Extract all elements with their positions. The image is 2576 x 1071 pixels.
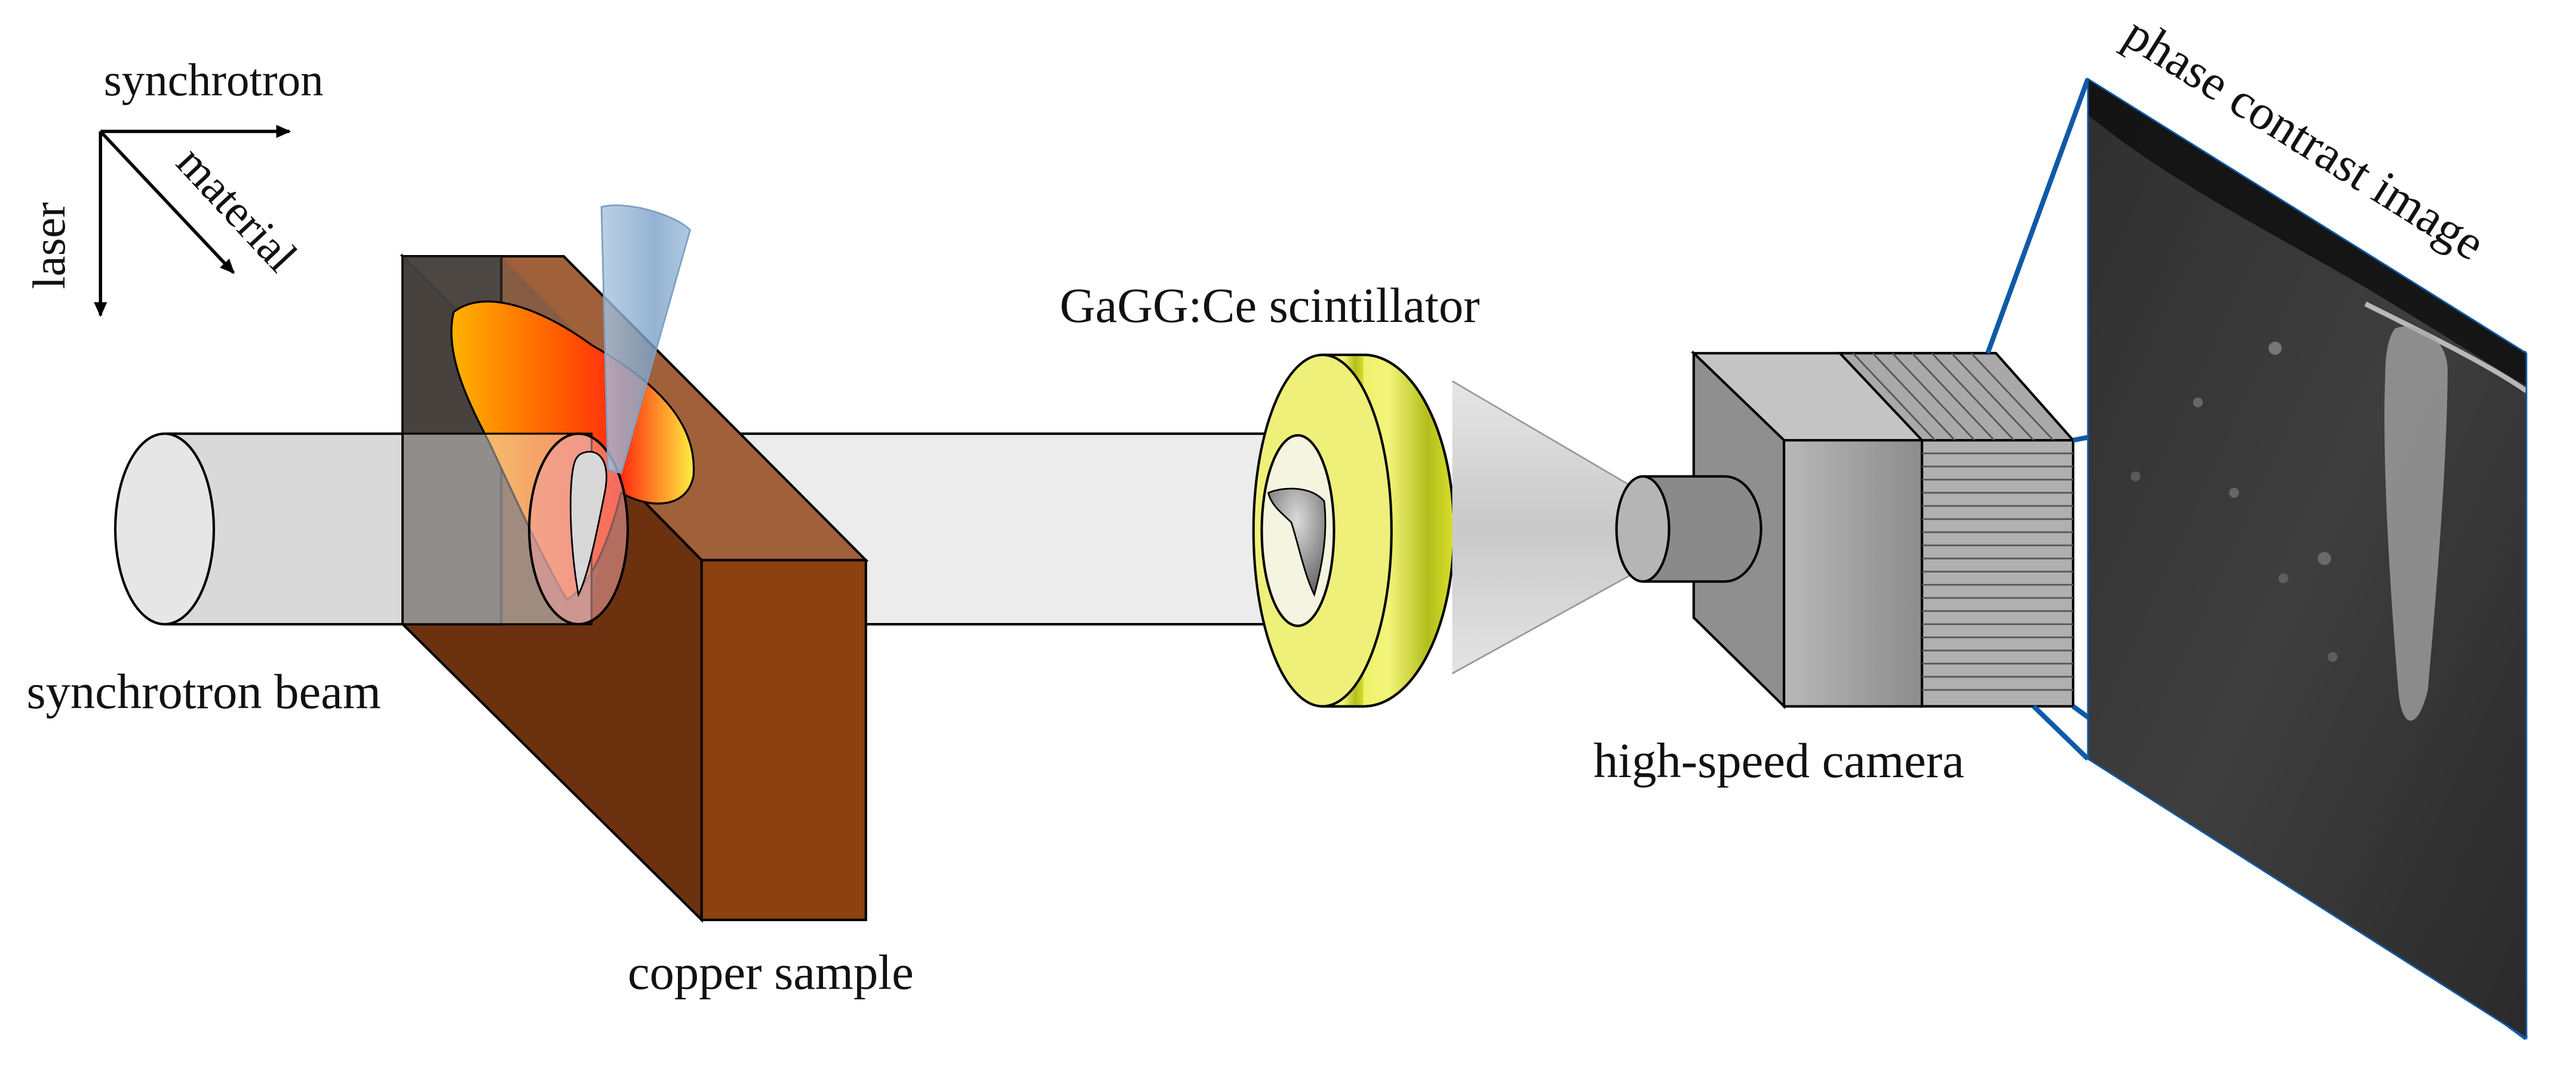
phase-contrast-image bbox=[2087, 77, 2528, 1040]
copper-sample-label: copper sample bbox=[628, 945, 914, 1000]
high-speed-camera bbox=[1615, 350, 2076, 710]
scintillator-keyhole-image bbox=[1267, 487, 1327, 597]
light-cone bbox=[1452, 381, 1643, 674]
coordinate-axes: synchrotron laser material bbox=[23, 54, 324, 317]
scintillator bbox=[1252, 353, 1456, 708]
copper-front-face bbox=[700, 558, 867, 922]
laser-axis-label: laser bbox=[23, 202, 75, 289]
camera-label: high-speed camera bbox=[1594, 733, 1964, 788]
camera-heatsink bbox=[1920, 438, 2075, 708]
keyhole bbox=[569, 450, 607, 597]
laser-beam bbox=[600, 204, 692, 474]
camera-lens bbox=[1641, 475, 1763, 583]
image-keyhole bbox=[2384, 326, 2448, 721]
scintillator-label: GaGG:Ce scintillator bbox=[1060, 278, 1479, 333]
beam-entry-face bbox=[113, 432, 216, 626]
material-axis-label: material bbox=[167, 136, 308, 281]
synchrotron-beam-label: synchrotron beam bbox=[27, 664, 381, 719]
material-axis-arrow bbox=[99, 130, 235, 274]
synchrotron-axis-label: synchrotron bbox=[104, 54, 324, 106]
